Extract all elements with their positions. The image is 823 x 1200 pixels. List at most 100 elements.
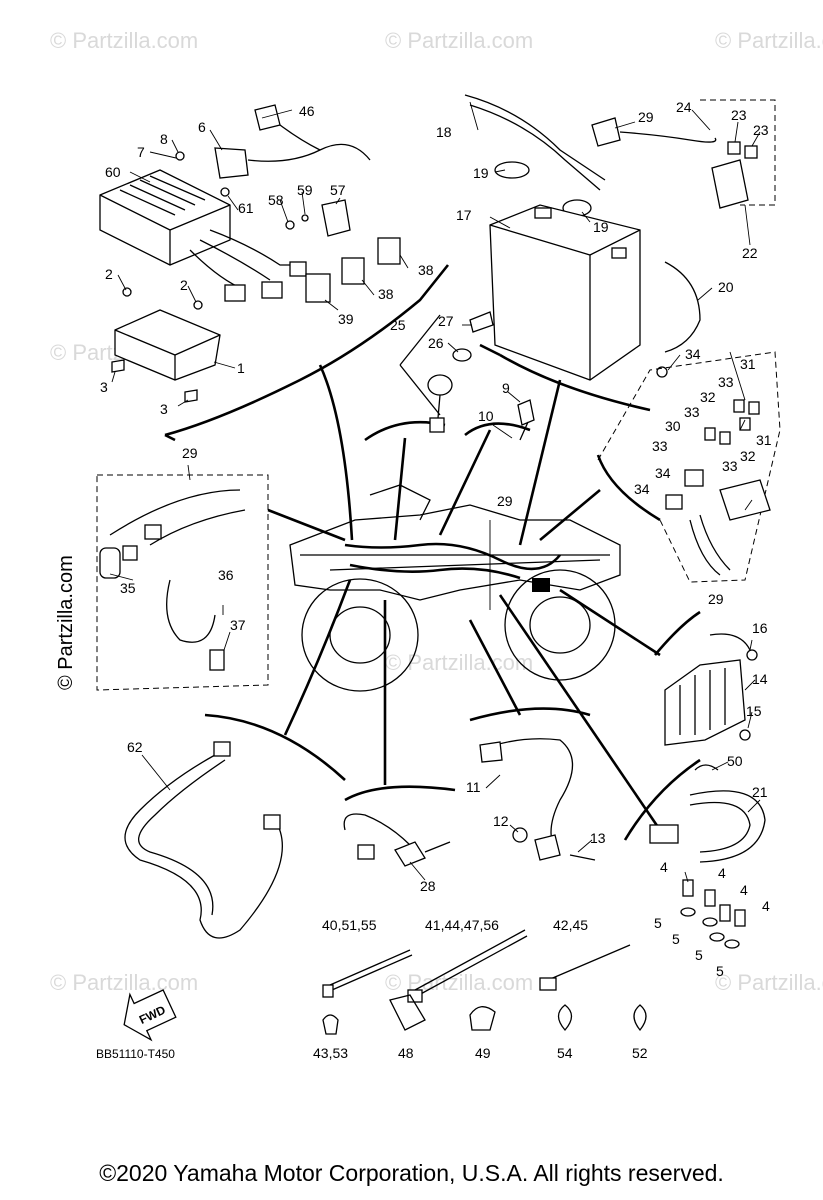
callout-26: 26 <box>428 335 444 351</box>
callout-54: 54 <box>557 1045 573 1061</box>
callout-5: 5 <box>672 931 680 947</box>
sensor-28 <box>343 813 451 867</box>
callout-61: 61 <box>238 200 254 216</box>
callout-38: 38 <box>418 262 434 278</box>
sensor-lead-11 <box>479 738 596 861</box>
callout-1: 1 <box>237 360 245 376</box>
callout-29: 29 <box>708 591 724 607</box>
callout-4: 4 <box>660 859 668 875</box>
callout-40-51-55: 40,51,55 <box>322 917 377 933</box>
callout-43-53: 43,53 <box>313 1045 348 1061</box>
callout-4: 4 <box>762 898 770 914</box>
group-outlines <box>164 264 701 841</box>
atv-outline <box>289 484 621 692</box>
callout-11: 11 <box>466 779 481 795</box>
rectifier-group <box>664 633 758 746</box>
main-switch-group <box>399 311 535 441</box>
callout-52: 52 <box>632 1045 648 1061</box>
callout-58: 58 <box>268 192 284 208</box>
callout-13: 13 <box>590 830 606 846</box>
sender-switches <box>682 879 746 927</box>
callout-46: 46 <box>299 103 315 119</box>
callout-30: 30 <box>665 418 681 434</box>
callout-2: 2 <box>105 266 113 282</box>
callout-19: 19 <box>593 219 609 235</box>
watermark: © Partzilla.com <box>385 650 533 675</box>
callout-60: 60 <box>105 164 121 180</box>
callout-3: 3 <box>160 401 168 417</box>
callout-32: 32 <box>740 448 756 464</box>
callout-62: 62 <box>127 739 143 755</box>
callout-22: 22 <box>742 245 758 261</box>
callout-20: 20 <box>718 279 734 295</box>
callout-5: 5 <box>695 947 703 963</box>
callout-4: 4 <box>740 882 748 898</box>
callout-42-45: 42,45 <box>553 917 588 933</box>
callout-38: 38 <box>378 286 394 302</box>
callout-33: 33 <box>684 404 700 420</box>
leader-lines <box>109 101 761 883</box>
callout-12: 12 <box>493 813 509 829</box>
side-watermark: © Partzilla.com <box>55 555 77 690</box>
callout-31: 31 <box>740 356 756 372</box>
ecu-group <box>99 104 401 403</box>
callout-4: 4 <box>718 865 726 881</box>
callout-28: 28 <box>420 878 436 894</box>
callout-34: 34 <box>685 346 701 362</box>
callout-27: 27 <box>438 313 454 329</box>
callout-5: 5 <box>716 963 724 979</box>
diagram-code: BB51110-T450 <box>96 1047 175 1061</box>
callout-34: 34 <box>655 465 671 481</box>
callout-49: 49 <box>475 1045 491 1061</box>
callout-18: 18 <box>436 124 452 140</box>
callout-3: 3 <box>100 379 108 395</box>
battery-group <box>464 94 776 381</box>
callout-23: 23 <box>753 122 769 138</box>
sender-group <box>649 764 766 949</box>
callout-24: 24 <box>676 99 692 115</box>
callout-2: 2 <box>180 277 188 293</box>
watermark: © Partzilla.com <box>50 970 198 995</box>
callout-50: 50 <box>727 753 743 769</box>
handlebar-switch-panel <box>96 474 269 691</box>
callout-17: 17 <box>456 207 472 223</box>
callout-21: 21 <box>752 784 768 800</box>
watermark: © Partzilla.com <box>715 970 823 995</box>
cable-ties-row <box>322 929 647 1035</box>
callout-9: 9 <box>502 380 510 396</box>
callout-7: 7 <box>137 144 145 160</box>
copyright-notice: ©2020 Yamaha Motor Corporation, U.S.A. A… <box>99 1160 724 1186</box>
callout-32: 32 <box>700 389 716 405</box>
callout-10: 10 <box>478 408 494 424</box>
callout-39: 39 <box>338 311 354 327</box>
callout-5: 5 <box>654 915 662 931</box>
callout-31: 31 <box>756 432 772 448</box>
callout-29: 29 <box>497 493 513 509</box>
watermark: © Partzilla.com <box>385 28 533 53</box>
watermark: © Partzilla.com <box>715 28 823 53</box>
callout-37: 37 <box>230 617 246 633</box>
callout-6: 6 <box>198 119 206 135</box>
callout-33: 33 <box>722 458 738 474</box>
callout-57: 57 <box>330 182 346 198</box>
callout-16: 16 <box>752 620 768 636</box>
watermark: © Partzilla.com <box>50 28 198 53</box>
lead-wire-62 <box>124 741 283 939</box>
callout-33: 33 <box>652 438 668 454</box>
callout-labels: 46 6 8 7 60 57 59 58 61 38 38 39 2 2 1 3… <box>100 99 772 1061</box>
callout-25: 25 <box>390 317 406 333</box>
fuse-box-group <box>597 351 781 583</box>
callout-33: 33 <box>718 374 734 390</box>
callout-14: 14 <box>752 671 768 687</box>
callout-8: 8 <box>160 131 168 147</box>
callout-34: 34 <box>634 481 650 497</box>
callout-35: 35 <box>120 580 136 596</box>
callout-15: 15 <box>746 703 762 719</box>
callout-29: 29 <box>638 109 654 125</box>
callout-59: 59 <box>297 182 313 198</box>
callout-23: 23 <box>731 107 747 123</box>
callout-48: 48 <box>398 1045 414 1061</box>
callout-29: 29 <box>182 445 198 461</box>
callout-41-44-47-56: 41,44,47,56 <box>425 917 499 933</box>
